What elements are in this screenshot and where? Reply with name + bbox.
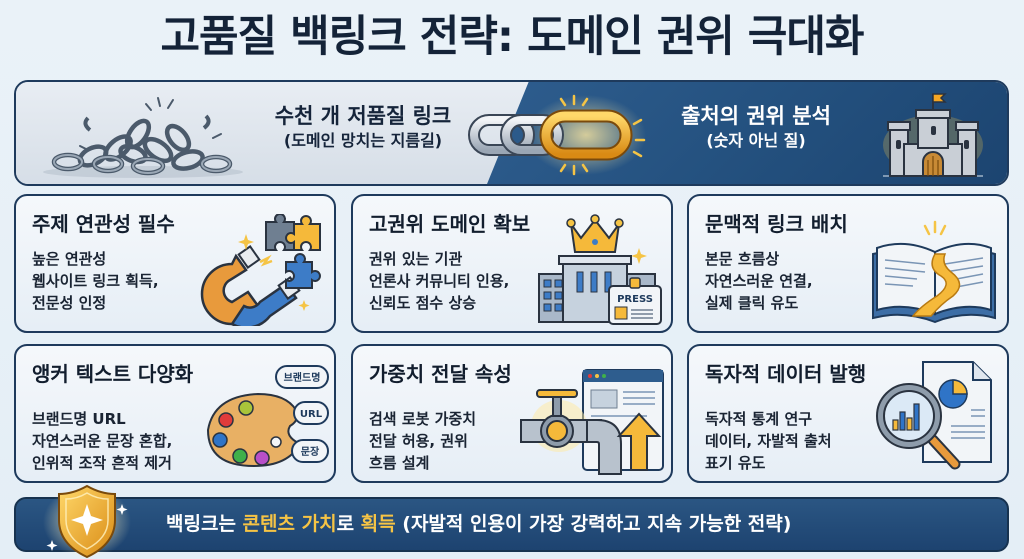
card-line: 권위 있는 기관 [369, 250, 463, 268]
open-book-path-icon [872, 220, 996, 324]
card-line: 검색 로봇 가중치 [369, 410, 477, 428]
card-line: 인위적 조작 흔적 제거 [32, 454, 172, 472]
card-line: 브랜드명 URL [32, 410, 126, 428]
card-high-authority-domain: 고권위 도메인 확보 권위 있는 기관 언론사 커뮤니티 인용, 신뢰도 점수 … [351, 194, 673, 333]
broken-chain-pile-icon [43, 97, 243, 178]
footer-text-part: 로 [336, 513, 361, 535]
card-line: 전문성 인정 [32, 294, 107, 312]
card-title: 앵커 텍스트 다양화 [32, 362, 194, 386]
card-line: 신뢰도 점수 상승 [369, 294, 477, 312]
footer-highlight-content-value: 콘텐츠 가치 [242, 513, 337, 535]
card-body: 브랜드명 URL 자연스러운 문장 혼합, 인위적 조작 흔적 제거 [32, 408, 172, 474]
card-line: 흐름 설계 [369, 454, 430, 472]
svg-text:URL: URL [300, 409, 323, 420]
card-line: 표기 유도 [705, 454, 766, 472]
palette-icon: 브랜드명 URL 문장 [206, 365, 329, 468]
footer-message: 백링크는 콘텐츠 가치로 획득 (자발적 인용이 가장 강력하고 지속 가능한 … [166, 499, 791, 550]
svg-text:PRESS: PRESS [617, 294, 653, 305]
castle-icon [883, 93, 983, 177]
card-anchor-text-diversity: 앵커 텍스트 다양화 브랜드명 URL 자연스러운 문장 혼합, 인위적 조작 … [14, 344, 336, 483]
hero-left-subtitle: (도메인 망치는 지름길) [283, 131, 443, 150]
card-body: 본문 흐름상 자연스러운 연결, 실제 클릭 유도 [705, 248, 813, 314]
card-line: 자연스러운 문장 혼합, [32, 432, 173, 450]
card-contextual-link-placement: 문맥적 링크 배치 본문 흐름상 자연스러운 연결, 실제 클릭 유도 [687, 194, 1009, 333]
card-line: 실제 클릭 유도 [705, 294, 799, 312]
magnet-puzzle-icon [200, 214, 321, 326]
footer-banner: 백링크는 콘텐츠 가치로 획득 (자발적 인용이 가장 강력하고 지속 가능한 … [14, 497, 1009, 552]
hero-right-text: 출처의 권위 분석 (숫자 아닌 질) [656, 102, 856, 152]
card-topic-relevance: 주제 연관성 필수 높은 연관성 웹사이트 링크 획득, 전문성 인정 [14, 194, 336, 333]
magnifier-report-icon [876, 361, 992, 470]
card-line: 자연스러운 연결, [705, 272, 813, 290]
golden-shield-icon [43, 484, 131, 559]
card-body: 검색 로봇 가중치 전달 허용, 권위 흐름 설계 [369, 408, 476, 474]
hero-right-title: 출처의 권위 분석 [681, 104, 831, 128]
hero-banner: 수천 개 저품질 링크 (도메인 망치는 지름길) [14, 80, 1009, 186]
crown-building-press-icon: PRESS [538, 214, 662, 325]
hero-left-title: 수천 개 저품질 링크 [274, 104, 452, 128]
page-title: 고품질 백링크 전략: 도메인 권위 극대화 [160, 12, 864, 62]
card-line: 높은 연관성 [32, 250, 107, 268]
card-line: 전달 허용, 권위 [369, 432, 468, 450]
card-weight-transfer-attribute: 가중치 전달 속성 검색 로봇 가중치 전달 허용, 권위 흐름 설계 [351, 344, 673, 483]
footer-text-part: 백링크는 [166, 513, 243, 535]
card-title: 독자적 데이터 발행 [705, 362, 867, 386]
card-body: 독자적 통계 연구 데이터, 자발적 출처 표기 유도 [705, 408, 832, 474]
footer-highlight-acquire: 획득 [360, 513, 396, 535]
card-title: 주제 연관성 필수 [32, 212, 175, 236]
card-line: 독자적 통계 연구 [705, 410, 813, 428]
footer-text-part: (자발적 인용이 가장 강력하고 지속 가능한 전략) [395, 513, 792, 535]
gold-chain-link-icon [468, 94, 646, 176]
card-title: 고권위 도메인 확보 [369, 212, 531, 236]
card-line: 데이터, 자발적 출처 [705, 432, 832, 450]
hero-right-subtitle: (숫자 아닌 질) [706, 131, 806, 150]
card-line: 웹사이트 링크 획득, [32, 272, 159, 290]
card-title: 가중치 전달 속성 [369, 362, 512, 386]
card-body: 높은 연관성 웹사이트 링크 획득, 전문성 인정 [32, 248, 159, 314]
card-body: 권위 있는 기관 언론사 커뮤니티 인용, 신뢰도 점수 상승 [369, 248, 509, 314]
card-original-data-publishing: 독자적 데이터 발행 독자적 통계 연구 데이터, 자발적 출처 표기 유도 [687, 344, 1009, 483]
svg-text:문장: 문장 [301, 445, 320, 458]
valve-pipe-arrow-icon [520, 369, 664, 475]
svg-text:브랜드명: 브랜드명 [284, 371, 321, 384]
card-title: 문맥적 링크 배치 [705, 212, 848, 236]
card-line: 본문 흐름상 [705, 250, 780, 268]
card-line: 언론사 커뮤니티 인용, [369, 272, 510, 290]
hero-left-text: 수천 개 저품질 링크 (도메인 망치는 지름길) [243, 102, 483, 152]
